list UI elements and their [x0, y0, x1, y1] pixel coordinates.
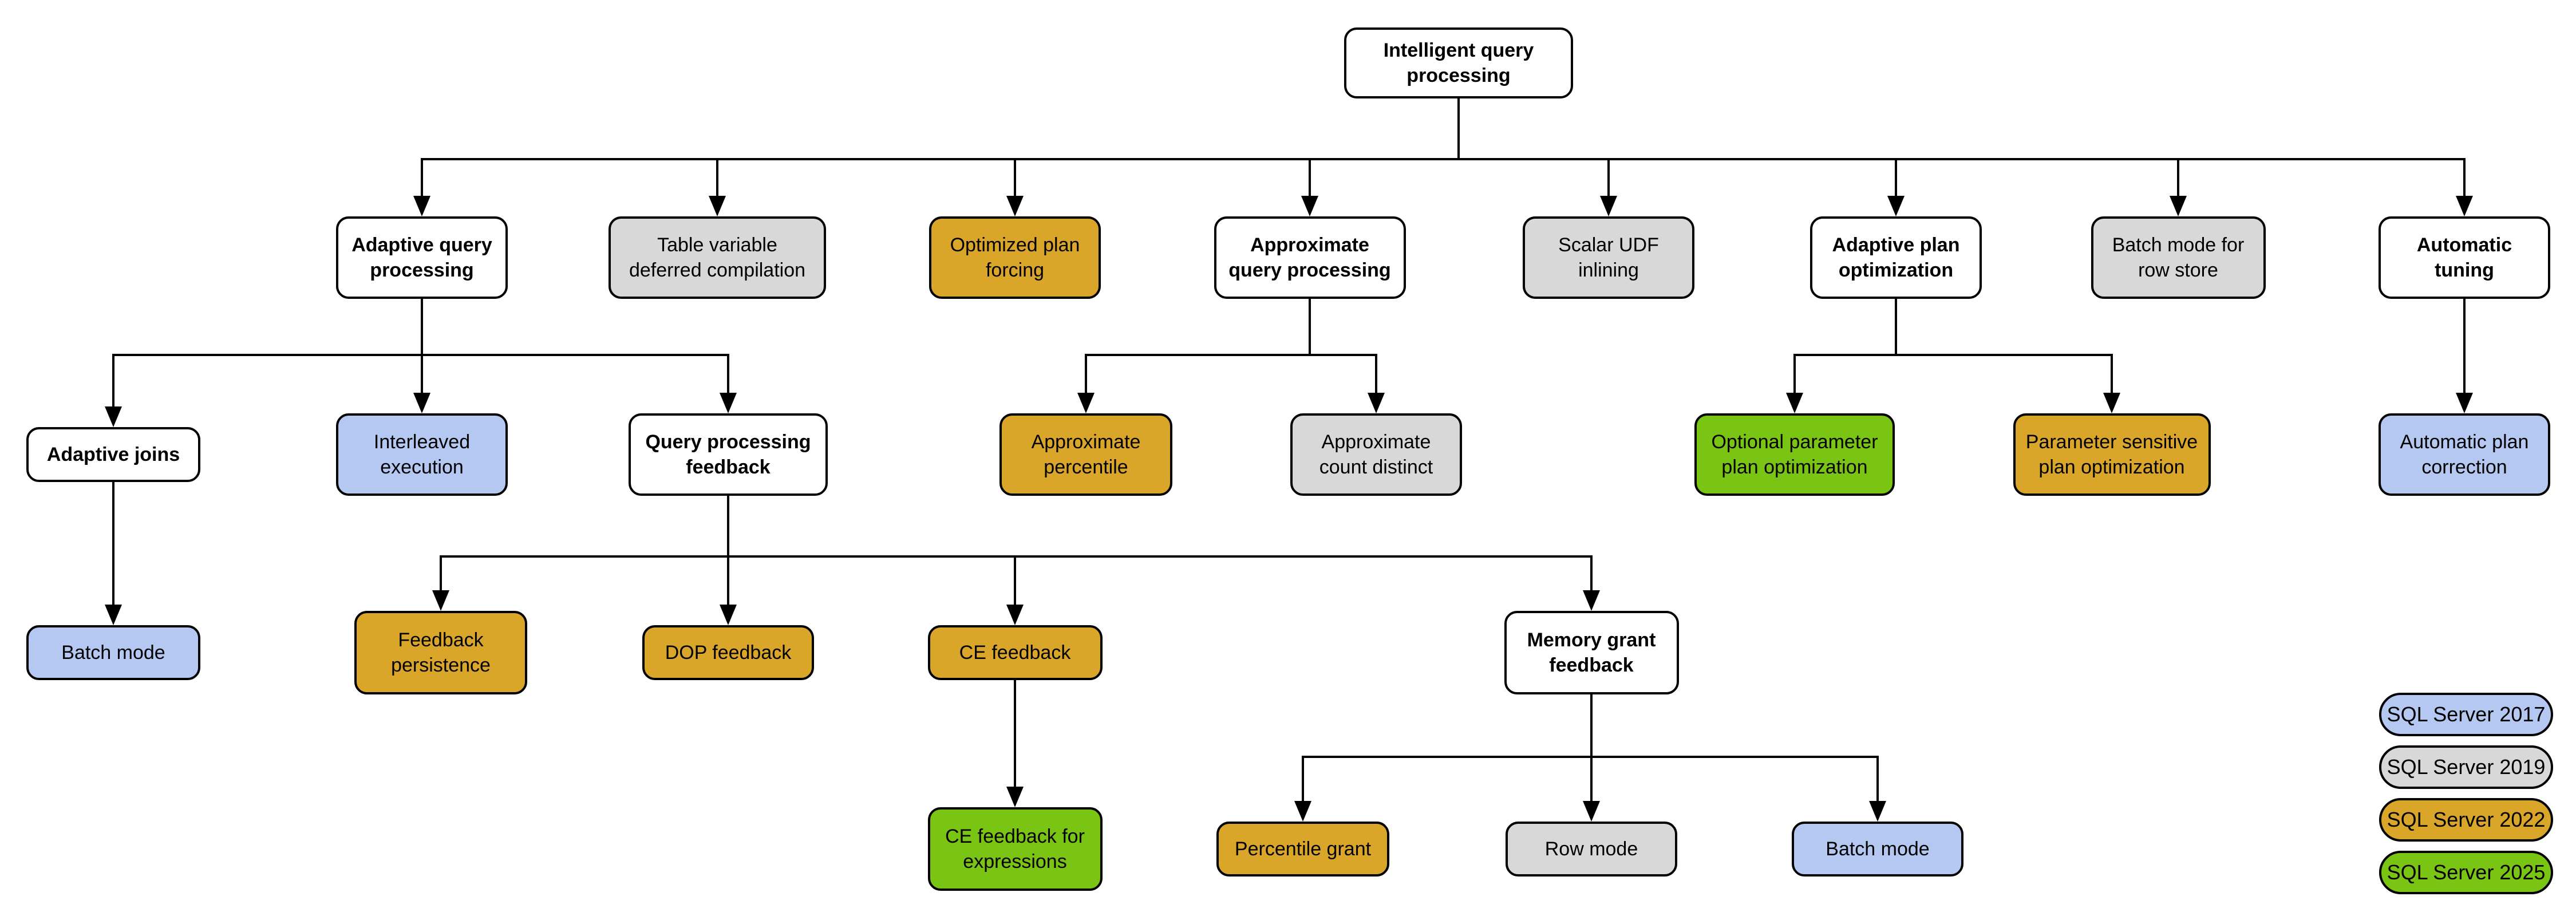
node-batch-mode-adaptive-joins: Batch mode — [26, 625, 200, 680]
node-batch-mode-memory-grant: Batch mode — [1792, 822, 1963, 876]
edge-line — [1793, 355, 1796, 397]
edge-line — [1895, 159, 1897, 200]
edge-line — [1309, 299, 1311, 355]
edge-line — [1895, 299, 1897, 355]
node-ce-feedback-for-expressions: CE feedback for expressions — [927, 807, 1103, 891]
edge-line — [112, 355, 114, 411]
edge-line — [1793, 354, 2113, 356]
edge-line — [421, 355, 423, 397]
edge-line — [1590, 757, 1593, 806]
arrowhead-icon — [1006, 787, 1024, 807]
edge-line — [1457, 98, 1460, 159]
node-optional-parameter-plan-optimization: Optional parameter plan optimization — [1694, 413, 1895, 496]
arrowhead-icon — [1600, 196, 1617, 216]
node-adaptive-plan-optimization: Adaptive plan optimization — [1810, 216, 1982, 299]
node-approximate-percentile: Approximate percentile — [999, 413, 1172, 496]
edge-line — [1375, 355, 1377, 397]
arrowhead-icon — [2170, 196, 2187, 216]
legend-item-sql-server-2025: SQL Server 2025 — [2379, 851, 2553, 894]
edge-line — [2463, 299, 2466, 397]
edge-line — [716, 159, 718, 200]
node-adaptive-query-processing: Adaptive query processing — [336, 216, 508, 299]
edge-line — [421, 158, 2466, 160]
arrowhead-icon — [1368, 393, 1385, 413]
arrowhead-icon — [709, 196, 726, 216]
arrowhead-icon — [720, 605, 737, 625]
legend-item-sql-server-2017: SQL Server 2017 — [2379, 693, 2553, 736]
node-optimized-plan-forcing: Optimized plan forcing — [929, 216, 1101, 299]
arrowhead-icon — [1583, 801, 1600, 822]
arrowhead-icon — [105, 605, 122, 625]
legend-item-sql-server-2019: SQL Server 2019 — [2379, 745, 2553, 789]
arrowhead-icon — [2103, 393, 2120, 413]
edge-line — [727, 355, 729, 397]
edge-line — [1607, 159, 1610, 200]
node-interleaved-execution: Interleaved execution — [336, 413, 508, 496]
edge-line — [1014, 159, 1016, 200]
edge-line — [727, 496, 729, 556]
node-batch-mode-for-row-store: Batch mode for row store — [2091, 216, 2266, 299]
arrowhead-icon — [1583, 590, 1600, 611]
edge-line — [421, 159, 423, 200]
arrowhead-icon — [720, 393, 737, 413]
edge-line — [1590, 694, 1593, 757]
node-automatic-plan-correction: Automatic plan correction — [2379, 413, 2550, 496]
edge-line — [2111, 355, 2113, 397]
edge-line — [1085, 354, 1377, 356]
edge-line — [421, 299, 423, 355]
node-query-processing-feedback: Query processing feedback — [629, 413, 828, 496]
node-approximate-query-processing: Approximate query processing — [1214, 216, 1406, 299]
node-adaptive-joins: Adaptive joins — [26, 427, 200, 482]
edge-line — [1590, 556, 1593, 595]
node-feedback-persistence: Feedback persistence — [354, 611, 527, 694]
arrowhead-icon — [1077, 393, 1095, 413]
node-intelligent-query-processing: Intelligent query processing — [1344, 27, 1573, 98]
node-row-mode: Row mode — [1506, 822, 1677, 876]
node-parameter-sensitive-plan-optimization: Parameter sensitive plan optimization — [2013, 413, 2211, 496]
node-automatic-tuning: Automatic tuning — [2379, 216, 2550, 299]
edge-line — [727, 556, 729, 609]
node-table-variable-deferred-compilation: Table variable deferred compilation — [609, 216, 826, 299]
arrowhead-icon — [2456, 393, 2473, 413]
node-memory-grant-feedback: Memory grant feedback — [1504, 611, 1679, 694]
edge-line — [1014, 556, 1016, 609]
edge-line — [1302, 757, 1304, 806]
arrowhead-icon — [105, 406, 122, 427]
arrowhead-icon — [1887, 196, 1905, 216]
legend-item-sql-server-2022: SQL Server 2022 — [2379, 798, 2553, 842]
edge-line — [2177, 159, 2179, 200]
arrowhead-icon — [432, 590, 449, 611]
arrowhead-icon — [2456, 196, 2473, 216]
arrowhead-icon — [1869, 801, 1886, 822]
arrowhead-icon — [1006, 605, 1024, 625]
arrowhead-icon — [1294, 801, 1311, 822]
edge-line — [1014, 680, 1016, 791]
node-percentile-grant: Percentile grant — [1216, 822, 1389, 876]
node-ce-feedback: CE feedback — [927, 625, 1103, 680]
edge-line — [2463, 159, 2466, 200]
edge-line — [440, 555, 1593, 558]
node-approximate-count-distinct: Approximate count distinct — [1290, 413, 1462, 496]
arrowhead-icon — [413, 393, 430, 413]
arrowhead-icon — [1786, 393, 1803, 413]
edge-line — [112, 482, 114, 609]
node-scalar-udf-inlining: Scalar UDF inlining — [1523, 216, 1694, 299]
edge-line — [1309, 159, 1311, 200]
arrowhead-icon — [1006, 196, 1024, 216]
arrowhead-icon — [413, 196, 430, 216]
edge-line — [1085, 355, 1087, 397]
edge-line — [440, 556, 442, 595]
arrowhead-icon — [1301, 196, 1318, 216]
node-dop-feedback: DOP feedback — [642, 625, 814, 680]
edge-line — [1876, 757, 1879, 806]
